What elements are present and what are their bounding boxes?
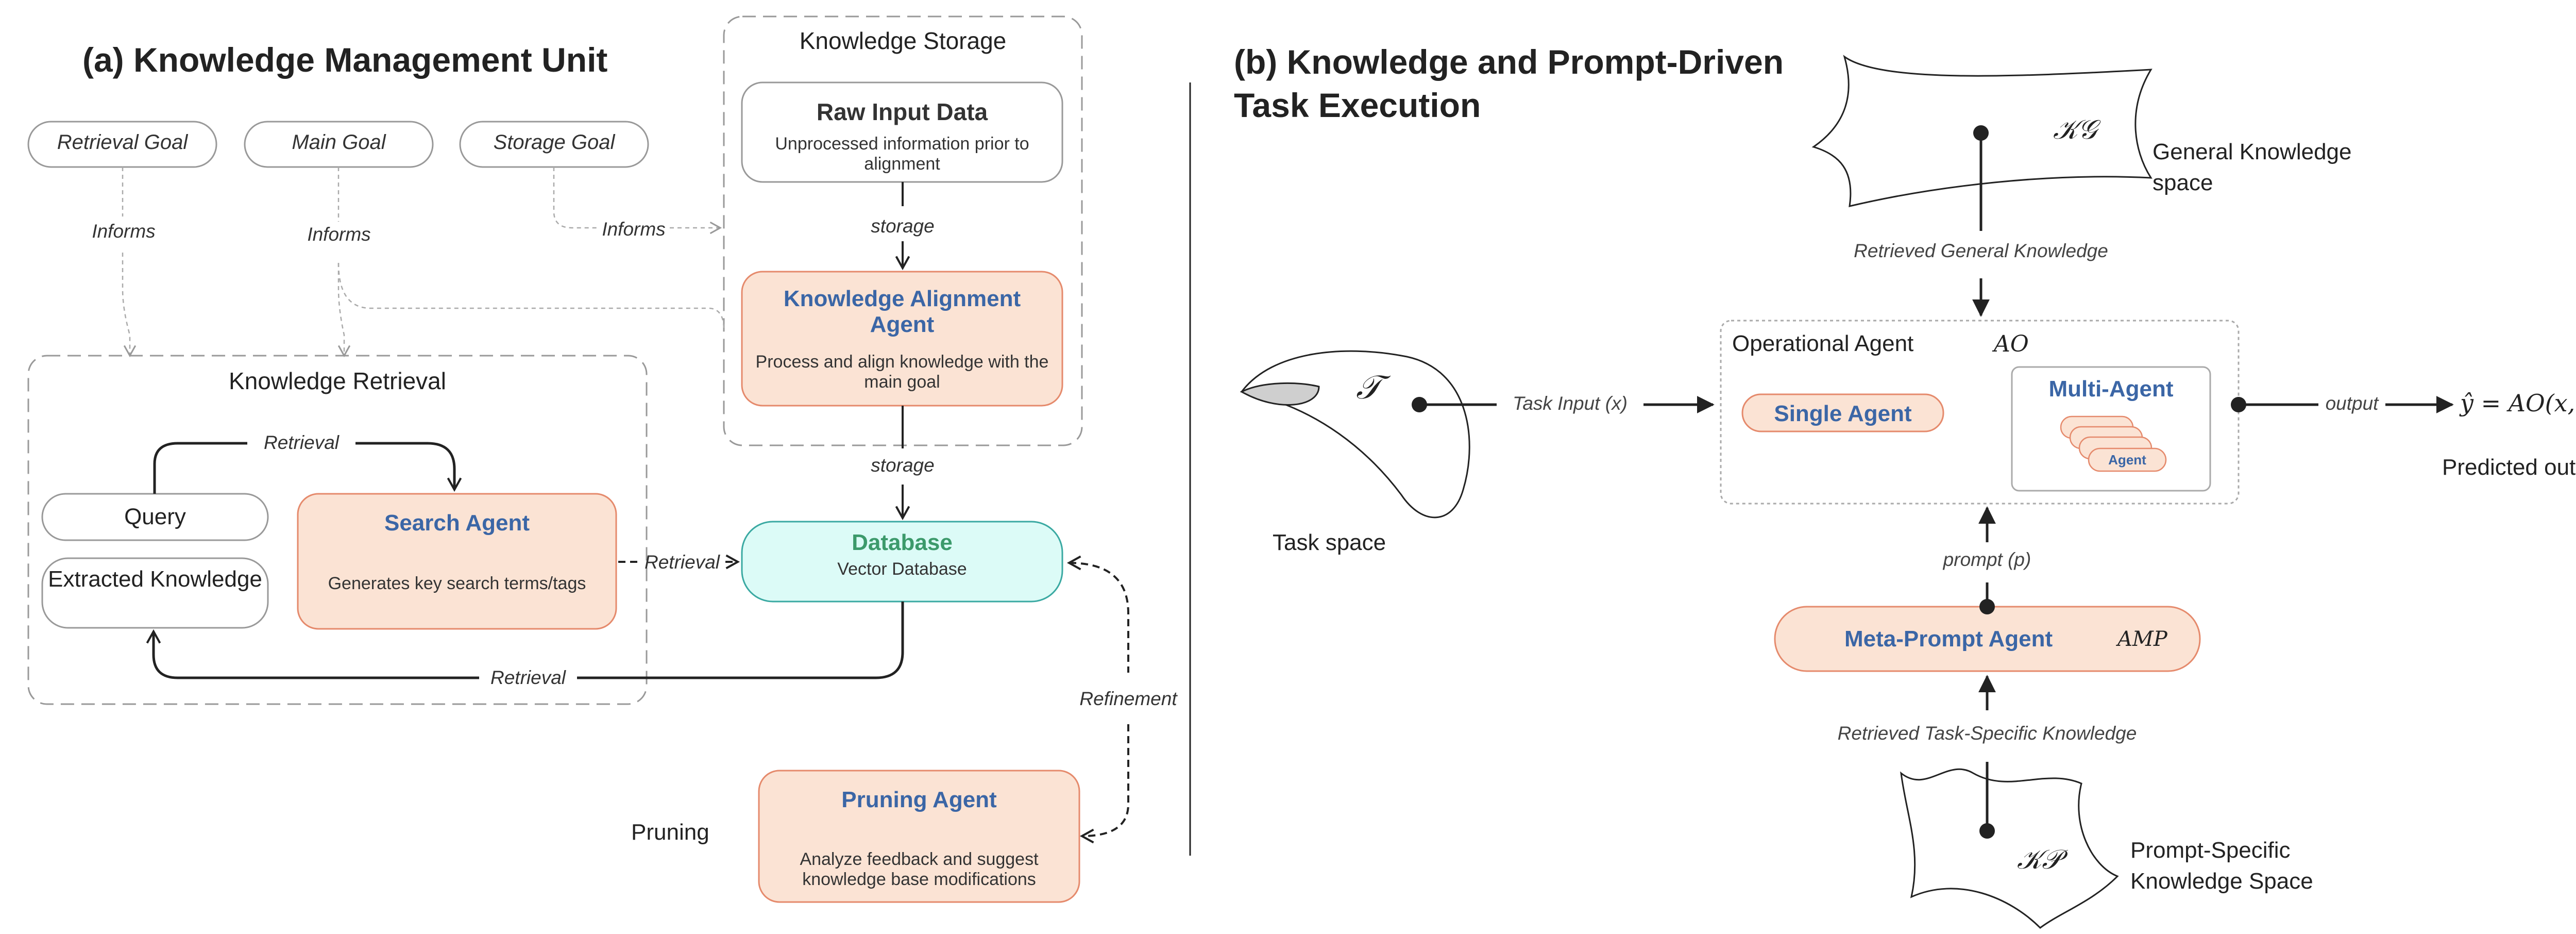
informs-connector-main-to-storage bbox=[337, 262, 725, 330]
output-label: output bbox=[2325, 393, 2379, 414]
task-input-label: Task Input (x) bbox=[1513, 393, 1628, 414]
single-agent-box bbox=[1741, 393, 1944, 432]
database-title: Database bbox=[852, 530, 953, 555]
ao-symbol: AO bbox=[1994, 331, 2029, 357]
retrieval-goal-label: Retrieval Goal bbox=[57, 131, 188, 154]
retrieval-label-return: Retrieval bbox=[490, 667, 566, 688]
prompt-knowledge-sheet bbox=[1900, 768, 2119, 929]
output-formula: ŷ = AO(x, kG, p) bbox=[2460, 389, 2576, 417]
retrieval-loop-arrow bbox=[153, 442, 454, 494]
single-agent-label: Single Agent bbox=[1774, 401, 1912, 426]
predicted-output-label: Predicted output bbox=[2442, 455, 2576, 480]
database-to-extracted-arrow bbox=[154, 602, 904, 679]
search-agent-title: Search Agent bbox=[384, 510, 530, 536]
task-symbol: 𝒯 bbox=[1356, 369, 1382, 407]
kp-symbol: 𝒦𝒫 bbox=[2017, 844, 2061, 875]
informs-label-retrieval: Informs bbox=[92, 221, 156, 242]
search-agent-desc: Generates key search terms/tags bbox=[328, 574, 586, 593]
refinement-arrow bbox=[1069, 563, 1129, 836]
informs-label-main: Informs bbox=[307, 224, 371, 245]
query-label: Query bbox=[124, 504, 186, 529]
task-space-fold bbox=[1240, 382, 1320, 406]
retrieval-label-search: Retrieval bbox=[645, 552, 720, 573]
operational-agent-label: Operational Agent bbox=[1732, 331, 1914, 356]
raw-input-title: Raw Input Data bbox=[816, 98, 988, 125]
meta-prompt-label: Meta-Prompt Agent bbox=[1844, 626, 2053, 652]
alignment-agent-title: Knowledge Alignment Agent bbox=[783, 286, 1021, 337]
alignment-agent-desc: Process and align knowledge with the mai… bbox=[755, 352, 1049, 392]
prompt-knowledge-label: Prompt-Specific Knowledge Space bbox=[2130, 838, 2313, 894]
panel-b-title: (b) Knowledge and Prompt-Driven Task Exe… bbox=[1234, 43, 1784, 124]
retrieved-task-label: Retrieved Task-Specific Knowledge bbox=[1837, 723, 2137, 744]
panel-a-title: (a) Knowledge Management Unit bbox=[82, 41, 608, 79]
pruning-agent-desc: Analyze feedback and suggest knowledge b… bbox=[800, 849, 1039, 889]
pruning-label: Pruning bbox=[631, 820, 709, 845]
retrieval-label-loop: Retrieval bbox=[264, 432, 339, 453]
amp-symbol: AMP bbox=[2117, 627, 2167, 651]
knowledge-storage-title: Knowledge Storage bbox=[799, 27, 1007, 54]
informs-connector-retrieval bbox=[123, 167, 130, 356]
storage-label-1: storage bbox=[871, 215, 935, 237]
general-knowledge-label: General Knowledge space bbox=[2153, 139, 2352, 195]
retrieved-general-label: Retrieved General Knowledge bbox=[1854, 240, 2108, 261]
pruning-agent-title: Pruning Agent bbox=[841, 787, 997, 812]
kg-symbol: 𝒦𝒢 bbox=[2053, 114, 2097, 145]
storage-goal-label: Storage Goal bbox=[493, 131, 615, 154]
multi-agent-label: Multi-Agent bbox=[2048, 376, 2174, 402]
mini-agent-label: Agent bbox=[2108, 452, 2146, 468]
mini-agent-4 bbox=[2088, 447, 2167, 472]
database-subtitle: Vector Database bbox=[837, 559, 967, 579]
knowledge-retrieval-title: Knowledge Retrieval bbox=[229, 368, 446, 394]
raw-input-desc: Unprocessed information prior to alignme… bbox=[775, 134, 1029, 174]
storage-label-2: storage bbox=[871, 455, 935, 476]
extracted-label: Extracted Knowledge bbox=[48, 566, 262, 592]
informs-label-storage: Informs bbox=[602, 219, 666, 240]
main-goal-label: Main Goal bbox=[292, 131, 386, 154]
task-space-label: Task space bbox=[1273, 530, 1386, 555]
refinement-label: Refinement bbox=[1079, 688, 1177, 709]
informs-connector-storage bbox=[553, 167, 720, 228]
informs-connector-main bbox=[338, 167, 344, 356]
prompt-label: prompt (p) bbox=[1943, 549, 2031, 570]
